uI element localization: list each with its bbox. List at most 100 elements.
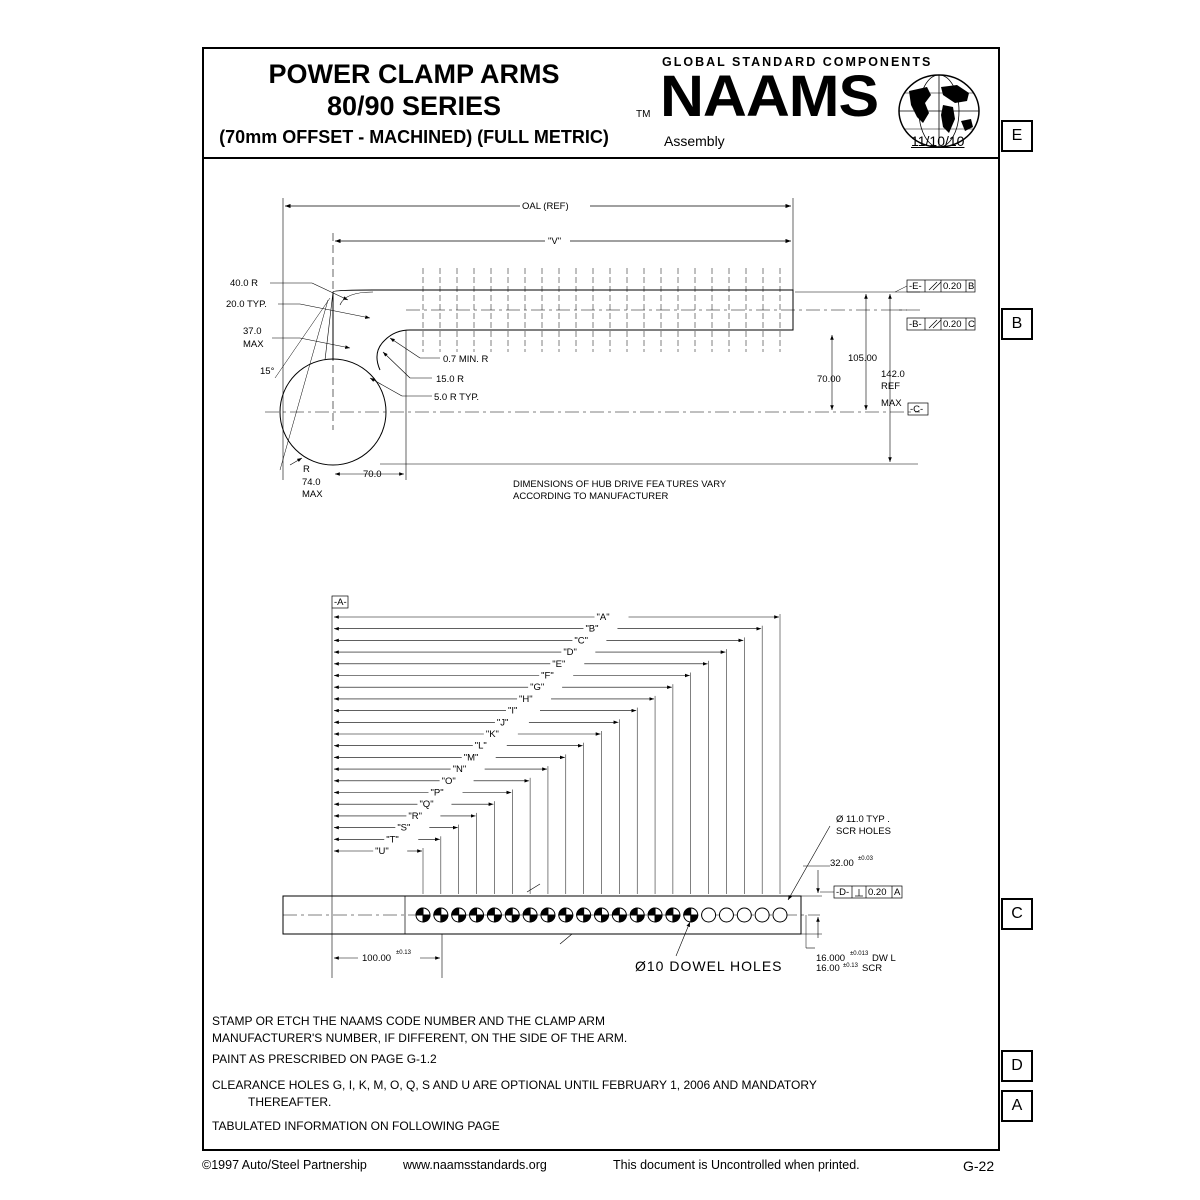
tol-b: 0.20 [943,319,962,330]
hole-dim-label: "M" [464,752,479,763]
title-line-3: (70mm OFFSET - MACHINED) (FULL METRIC) [219,127,609,147]
hole [647,907,663,923]
hole [665,907,681,923]
dim-r5: 5.0 R TYP. [434,392,479,403]
hole [754,907,770,923]
tol-d: 0.20 [868,887,887,898]
note-clearance: CLEARANCE HOLES G, I, K, M, O, Q, S AND … [212,1077,817,1111]
dim-r74: 74.0 [302,477,321,488]
dim-oal: OAL (REF) [522,201,569,212]
side-view [282,595,903,978]
dim-d32: 32.00 [830,858,854,869]
hole [718,907,734,923]
stack-labels: "A""B""C""D""E""F""G""H""I""J""K""L""M""… [375,612,609,857]
hole [486,907,502,923]
note-stamp-line-2: MANUFACTURER'S NUMBER, IF DIFFERENT, ON … [212,1031,628,1045]
dim-d105: 105.00 [848,353,877,364]
zone-marker-b: B [1001,308,1033,340]
hub-note-2: ACCORDING TO MANUFACTURER [513,491,668,502]
revision-date: 11/10/10 [911,133,965,149]
hole-dim-label: "C" [574,635,588,646]
dim-d16-dowel-label: DW L [872,953,896,964]
dim-max37-label: MAX [243,339,264,350]
note-clearance-line-1: CLEARANCE HOLES G, I, K, M, O, Q, S AND … [212,1078,817,1092]
ref-d: A [894,887,901,898]
dim-d16-scr-tol: ±0.13 [843,963,859,969]
hole-dim-label: "N" [453,764,467,775]
hole-dim-label: "I" [508,706,517,717]
hole [611,907,627,923]
hole [469,907,485,923]
footer-page-number: G-22 [963,1158,995,1174]
hole-dim-label: "S" [397,823,410,834]
dim-d16-scr-label: SCR [862,963,882,974]
hole-dim-label: "D" [563,647,577,658]
hole-dim-label: "T" [386,834,399,845]
zone-marker-c: C [1001,898,1033,930]
hole-dim-label: "L" [475,741,487,752]
drawing-sheet: POWER CLAMP ARMS 80/90 SERIES (70mm OFFS… [202,47,1000,1151]
dim-d142: 142.0 [881,369,905,380]
dim-d16-dowel: 16.000 [816,953,845,964]
dim-d142-ref: REF [881,381,900,392]
hole-dim-label: "H" [519,694,533,705]
hole-dim-label: "R" [408,811,422,822]
dim-v: "V" [548,236,561,247]
hole [540,907,556,923]
note-tabulated: TABULATED INFORMATION ON FOLLOWING PAGE [212,1119,500,1133]
hole-dim-label: "F" [541,671,554,682]
scr-holes-label: SCR HOLES [836,826,891,837]
dim-d100-tol: ±0.13 [396,950,412,956]
dim-r15: 15.0 R [436,374,464,385]
hole [683,907,699,923]
brand-tagline: GLOBAL STANDARD COMPONENTS [662,55,933,69]
side-view-labels: -A- "A""B""C""D""E""F""G""H""I""J""K""L"… [334,597,901,974]
hole-dim-label: "A" [597,612,610,623]
globe-icon [898,74,980,148]
dim-d100: 100.00 [362,953,391,964]
title-block: POWER CLAMP ARMS 80/90 SERIES (70mm OFFS… [204,49,1000,159]
dim-r: R [303,464,310,475]
ref-b: C [968,319,975,330]
hole-dim-label: "P" [431,788,444,799]
hole-dim-label: "J" [497,717,509,728]
dowel-holes-label: Ø10 DOWEL HOLES [635,958,783,974]
hole-dimension-stack [334,614,781,894]
hole-dim-label: "Q" [419,799,433,810]
hole-dim-label: "O" [442,776,456,787]
hole-dim-label: "K" [486,729,499,740]
footer-uncontrolled: This document is Uncontrolled when print… [613,1158,860,1172]
datum-a: -A- [334,597,347,608]
zone-marker-e: E [1001,120,1033,152]
hole [701,907,717,923]
hole [504,907,520,923]
datum-d: -D- [836,887,849,898]
trademark: TM [636,109,651,120]
note-clearance-line-2: THEREAFTER. [248,1095,332,1109]
dim-angle15: 15° [260,366,275,377]
top-view-labels: OAL (REF) "V" 40.0 R 20.0 TYP. 37.0 MAX … [226,201,975,502]
footer-website[interactable]: www.naamsstandards.org [403,1158,547,1172]
dim-d70: 70.0 [363,469,382,480]
datum-c: -C- [910,404,923,415]
dim-d32-tol: ±0.03 [858,856,874,862]
scr-holes-dim: Ø 11.0 TYP . [836,814,890,825]
dim-max37: 37.0 [243,326,262,337]
note-stamp: STAMP OR ETCH THE NAAMS CODE NUMBER AND … [212,1013,627,1047]
title-line-1: POWER CLAMP ARMS [268,59,560,89]
hole-dim-label: "U" [375,846,389,857]
zone-marker-a: A [1001,1090,1033,1122]
hole-dim-label: "G" [530,682,544,693]
dim-r74-label: MAX [302,489,323,500]
title-line-2: 80/90 SERIES [326,91,502,121]
datum-b: -B- [909,319,922,330]
zone-marker-d: D [1001,1050,1033,1082]
hole [629,907,645,923]
hole [593,907,610,923]
dim-d16-dowel-tol: ±0.013 [850,951,869,957]
dim-r40: 40.0 R [230,278,258,289]
note-paint: PAINT AS PRESCRIBED ON PAGE G-1.2 [212,1052,437,1066]
hole [415,907,431,923]
section-label: Assembly [664,133,725,149]
